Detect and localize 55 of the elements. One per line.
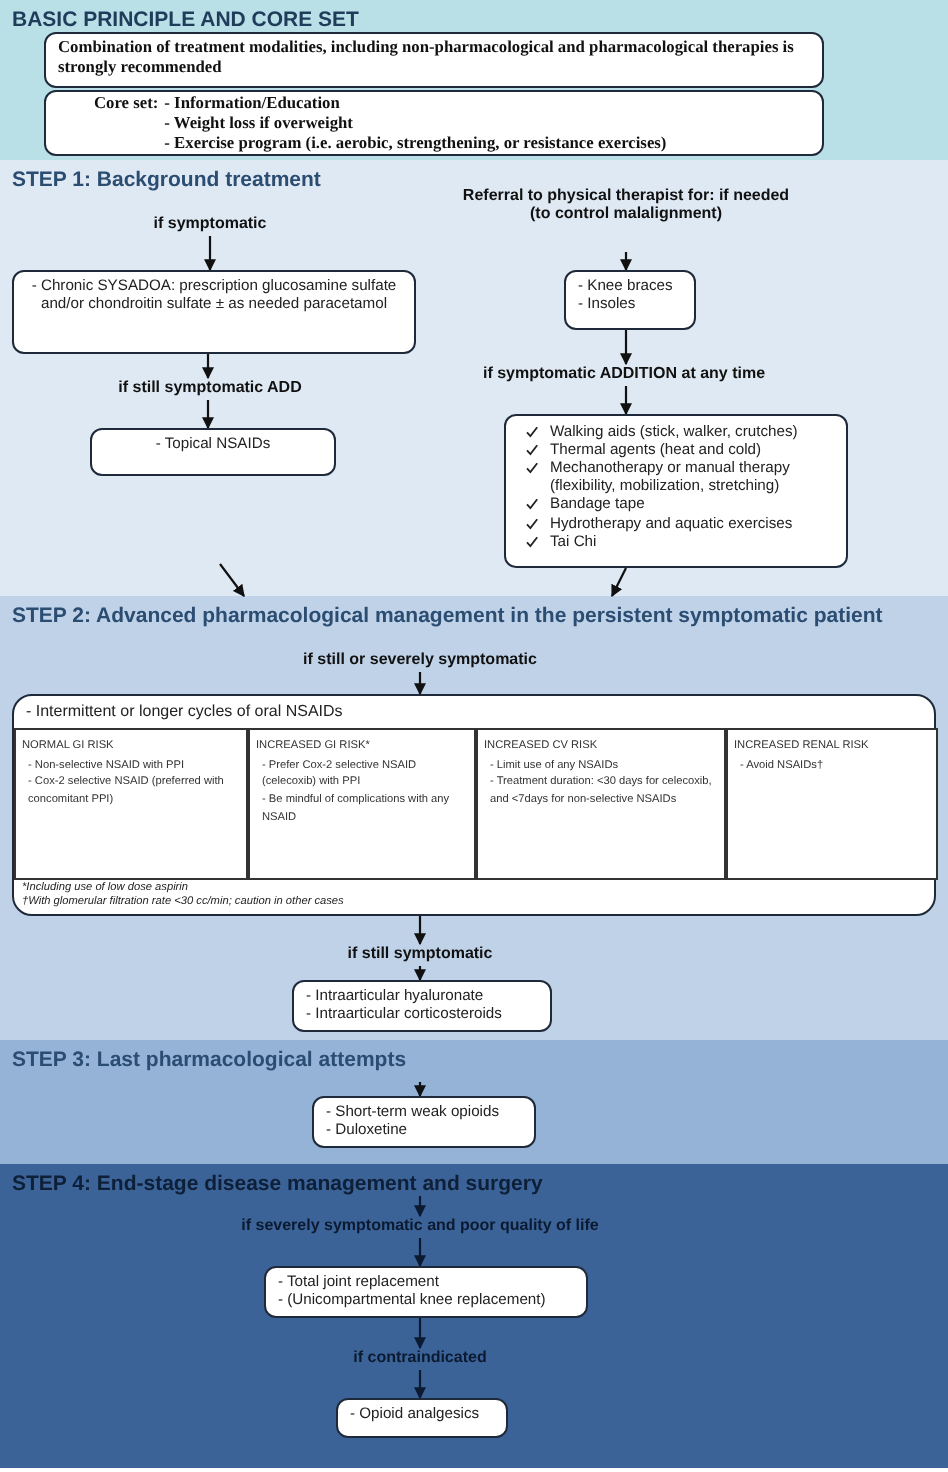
condition-text: if still or severely symptomatic: [270, 650, 570, 672]
condition-text: if symptomatic: [110, 214, 310, 236]
arrow: [219, 563, 245, 597]
arrow: [414, 1082, 426, 1098]
treatment-box: [312, 1096, 536, 1148]
treatment-table-box: [12, 694, 936, 916]
list-item: - Information/Education: [164, 94, 342, 115]
section-heading: STEP 4: End-stage disease management and surgery: [12, 1172, 543, 1196]
arrow: [414, 1238, 426, 1268]
condition-text: if contraindicated: [300, 1348, 540, 1370]
arrow: [620, 252, 632, 272]
section-band: [0, 596, 948, 1040]
table-cell: [248, 728, 476, 880]
principle-box: [44, 32, 824, 88]
arrow: [414, 672, 426, 696]
arrow: [414, 1370, 426, 1400]
condition-text: if symptomatic ADDITION at any time: [424, 364, 824, 386]
arrow: [202, 400, 214, 430]
condition-text: Referral to physical therapist for: if needed (to control malalignment): [456, 186, 796, 252]
arrow: [414, 966, 426, 982]
section-heading: BASIC PRINCIPLE AND CORE SET: [12, 8, 359, 32]
arrow: [620, 330, 632, 366]
table-cell: [726, 728, 938, 880]
section-band: [0, 1164, 948, 1468]
treatment-box: [564, 270, 696, 330]
table-cell: [14, 728, 248, 880]
section-band: [0, 160, 948, 596]
section-band: [0, 0, 948, 160]
arrow: [414, 916, 426, 946]
condition-text: if still symptomatic: [300, 944, 540, 966]
section-heading: STEP 3: Last pharmacological attempts: [12, 1048, 407, 1072]
section-band: [0, 1040, 948, 1164]
list-item: - Weight loss if overweight: [164, 114, 355, 135]
treatment-box: [90, 428, 336, 476]
arrow: [202, 354, 214, 380]
treatment-box: [336, 1398, 508, 1438]
table-cell: [476, 728, 726, 880]
list-item: - Intermittent or longer cycles of oral NSAIDs: [26, 702, 343, 722]
list-label: Core set:: [94, 94, 159, 115]
list-item: - Exercise program (i.e. aerobic, strengthening, or resistance exercises): [164, 134, 669, 155]
principle-text: Combination of treatment modalities, including non-pharmacological and pharmacological therapies is strongly recommended: [58, 38, 796, 79]
arrow: [414, 1196, 426, 1218]
arrow: [204, 236, 216, 272]
section-heading: STEP 1: Background treatment: [12, 168, 321, 192]
treatment-box: [264, 1266, 588, 1318]
arrow: [611, 567, 627, 598]
condition-text: if severely symptomatic and poor quality of life: [190, 1216, 650, 1238]
checklist-box: [504, 414, 848, 568]
condition-text: if still symptomatic ADD: [80, 378, 340, 400]
section-heading: STEP 2: Advanced pharmacological management in the persistent symptomatic patient: [12, 604, 883, 628]
treatment-box: [12, 270, 416, 354]
core-set-box: [44, 90, 824, 156]
arrow: [414, 1318, 426, 1350]
treatment-box: [292, 980, 552, 1032]
arrow: [620, 386, 632, 416]
